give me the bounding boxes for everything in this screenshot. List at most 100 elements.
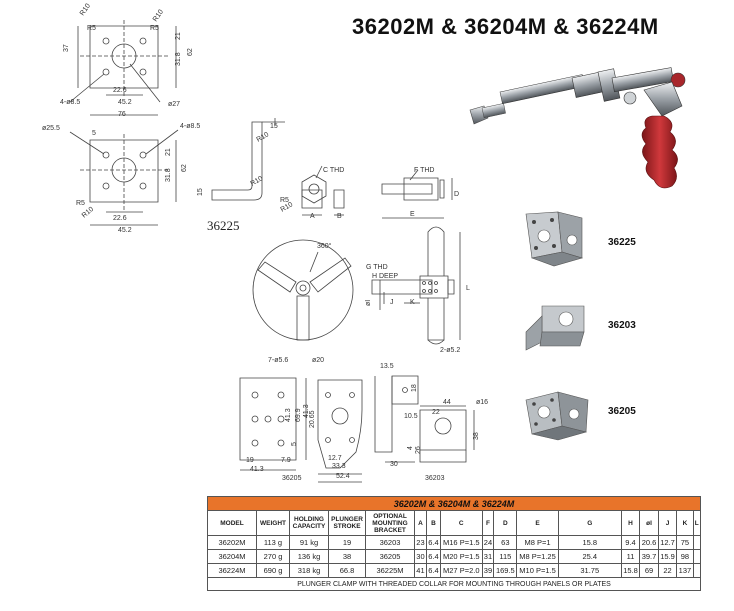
cell: 19 bbox=[328, 535, 366, 550]
dim-21b: 21 bbox=[165, 148, 172, 156]
cell: 25.4 bbox=[557, 549, 622, 564]
product-label-36205: 36205 bbox=[608, 406, 636, 417]
cell: 318 kg bbox=[289, 563, 329, 578]
dim-452b: 45.2 bbox=[118, 227, 132, 234]
product-label-36203: 36203 bbox=[608, 320, 636, 331]
cell: 6.4 bbox=[425, 549, 442, 564]
label-h-deep: H DEEP bbox=[372, 273, 398, 280]
cell: 36204M bbox=[207, 549, 257, 564]
dim-r10d: R10 bbox=[256, 131, 271, 144]
label-code-36205: 36205 bbox=[282, 475, 302, 482]
label-j: J bbox=[390, 299, 394, 306]
label-a: A bbox=[310, 213, 315, 220]
dim-318b: 31.8 bbox=[165, 168, 172, 182]
cell: 36202M bbox=[207, 535, 257, 550]
cell: 31.75 bbox=[557, 563, 622, 578]
dim-62b: 62 bbox=[181, 164, 188, 172]
cell: 136 kg bbox=[289, 549, 329, 564]
label-c-thd: C THD bbox=[323, 167, 344, 174]
cell: 15.8 bbox=[557, 535, 622, 550]
table-row: 36224M 690 g 318 kg 66.8 36225M 41 6.4 M… bbox=[207, 563, 702, 578]
cell: 690 g bbox=[256, 563, 290, 578]
cell: 91 kg bbox=[289, 535, 329, 550]
label-code-36203: 36203 bbox=[425, 475, 445, 482]
cell: M8 P=1.25 bbox=[516, 549, 559, 564]
cell: 23 bbox=[414, 535, 427, 550]
dim-413a: 41.3 bbox=[285, 408, 292, 422]
dim-255: ø25.5 bbox=[42, 125, 60, 132]
dim-44: 44 bbox=[443, 399, 451, 406]
dim-135: 13.5 bbox=[380, 363, 394, 370]
dim-15a: 15 bbox=[270, 123, 278, 130]
bracket-side-view bbox=[212, 118, 285, 200]
bracket-36205-photo bbox=[522, 386, 594, 444]
cell: 137 bbox=[676, 563, 694, 578]
dim-5b: 5 bbox=[291, 442, 298, 446]
cell: M8 P=1 bbox=[516, 535, 559, 550]
bracket-36203-photo bbox=[522, 302, 592, 354]
dim-27: ø27 bbox=[168, 101, 180, 108]
cell: 9.4 bbox=[620, 535, 641, 550]
dim-4-85b: 4-ø8.5 bbox=[180, 123, 200, 130]
cell: 15.9 bbox=[657, 549, 678, 564]
label-b: B bbox=[337, 213, 342, 220]
dim-699: 69.9 bbox=[295, 408, 302, 422]
cell: 69 bbox=[639, 563, 659, 578]
cell: 36224M bbox=[207, 563, 257, 578]
spec-header-row: MODEL WEIGHT HOLDING CAPACITY PLUNGER ST… bbox=[207, 510, 702, 536]
dim-r5b: R5 bbox=[150, 25, 159, 32]
cell: 36205 bbox=[365, 549, 415, 564]
label-e: E bbox=[410, 211, 415, 218]
cell: 113 g bbox=[256, 535, 290, 550]
col-j: J bbox=[657, 510, 678, 536]
col-k: K bbox=[676, 510, 694, 536]
cell: 63 bbox=[493, 535, 518, 550]
dim-452a: 45.2 bbox=[118, 99, 132, 106]
label-k: K bbox=[410, 299, 415, 306]
dim-r10a: R10 bbox=[79, 3, 92, 18]
plunger-front-view bbox=[372, 227, 460, 344]
spec-table-footer: PLUNGER CLAMP WITH THREADED COLLAR FOR M… bbox=[207, 577, 701, 591]
cell bbox=[692, 549, 702, 564]
page-title: 36202M & 36204M & 36224M bbox=[352, 14, 659, 39]
col-model: MODEL bbox=[207, 510, 257, 536]
cell: M20 P=1.5 bbox=[440, 549, 483, 564]
dim-7-56: 7-ø5.6 bbox=[268, 357, 288, 364]
cell: 6.4 bbox=[425, 563, 442, 578]
bracket-36205-side-view bbox=[318, 380, 362, 482]
dim-5: 5 bbox=[92, 130, 96, 137]
table-row: 36202M 113 g 91 kg 19 36203 23 6.4 M16 P… bbox=[207, 535, 702, 550]
dim-37: 37 bbox=[63, 44, 70, 52]
bracket-top-plate-view bbox=[70, 20, 176, 115]
dim-15b: 15 bbox=[197, 188, 204, 196]
col-bracket: OPTIONAL MOUNTING BRACKET bbox=[365, 510, 415, 536]
cell: 24 bbox=[481, 535, 495, 550]
label-phi-i: øI bbox=[365, 300, 372, 306]
dim-413b: 41.3 bbox=[250, 466, 264, 473]
dim-226a: 22.6 bbox=[113, 87, 127, 94]
cell: 30 bbox=[414, 549, 427, 564]
col-a: A bbox=[414, 510, 427, 536]
cell: 39 bbox=[481, 563, 495, 578]
dim-76: 76 bbox=[118, 111, 126, 118]
col-l: L bbox=[692, 510, 702, 536]
dim-r5a: R5 bbox=[87, 25, 96, 32]
cell bbox=[692, 535, 702, 550]
dim-r10c: R10 bbox=[81, 206, 95, 220]
drawing-caption-36225: 36225 bbox=[207, 218, 240, 233]
dim-r5c: R5 bbox=[76, 200, 85, 207]
cell: 115 bbox=[493, 549, 518, 564]
plunger-clamp-photo bbox=[466, 58, 706, 208]
cell: 12.7 bbox=[657, 535, 678, 550]
dim-21a: 21 bbox=[175, 32, 182, 40]
cell: 31 bbox=[481, 549, 495, 564]
cell: 66.8 bbox=[328, 563, 366, 578]
cell: 270 g bbox=[256, 549, 290, 564]
col-d: D bbox=[493, 510, 518, 536]
dim-30: 30 bbox=[390, 461, 398, 468]
cell: 41 bbox=[414, 563, 427, 578]
dim-19: 19 bbox=[246, 457, 254, 464]
dim-26: 26 bbox=[415, 446, 422, 454]
label-d: D bbox=[454, 191, 459, 198]
product-label-36225: 36225 bbox=[608, 237, 636, 248]
